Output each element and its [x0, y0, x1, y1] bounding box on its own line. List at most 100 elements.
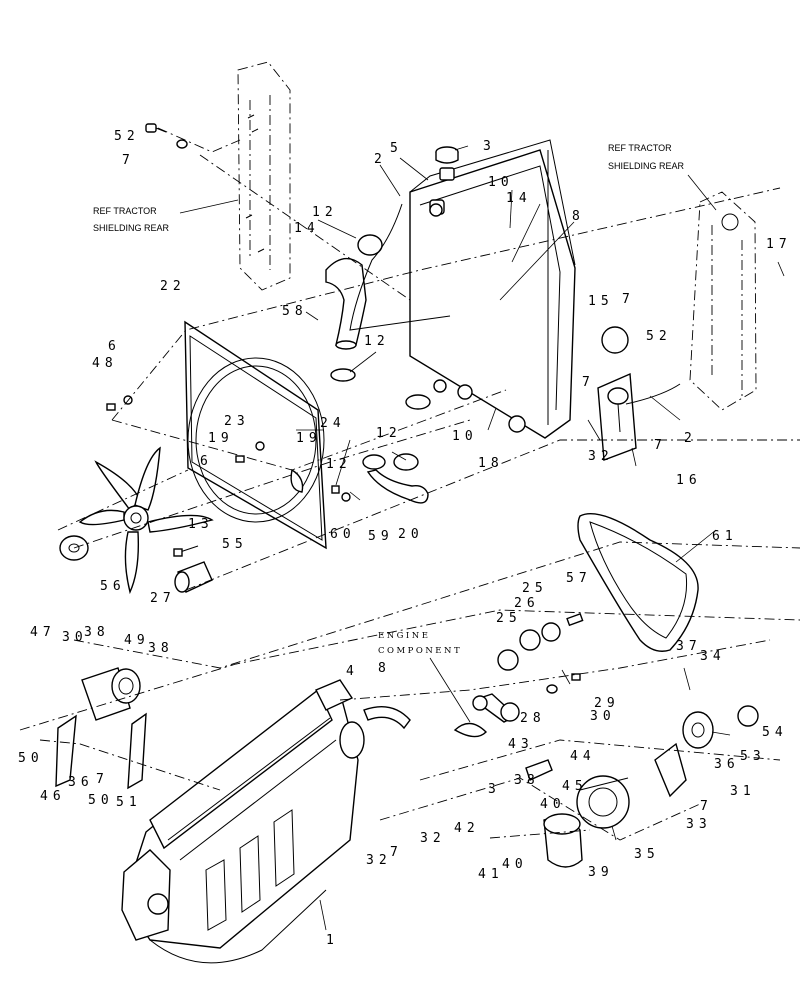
- callout-60: 60: [330, 527, 356, 542]
- callout-10-bottom: 18: [478, 456, 504, 471]
- callout-27: 61: [712, 529, 738, 544]
- belt-tensioner: [472, 693, 520, 723]
- callout-52-top: 52: [114, 129, 140, 144]
- note-engine-line2: COMPONENT: [378, 646, 462, 656]
- spacer-13: [174, 561, 213, 593]
- callout-7-tank: 7: [582, 375, 595, 390]
- callout-23: 23: [224, 414, 250, 429]
- engine-component-plate: [453, 722, 487, 738]
- callout-14-top: 14: [506, 191, 532, 206]
- callout-50-mid: 50: [88, 793, 114, 808]
- note-ref-left-line2: SHIELDING REAR: [93, 223, 170, 233]
- callout-37-top: 37: [676, 639, 702, 654]
- idler-pulley-26: [541, 622, 561, 642]
- callout-56: 27: [150, 591, 176, 606]
- callout-7-engine: 7: [390, 845, 403, 860]
- callout-7-right-lower: 7: [700, 799, 713, 814]
- note-ref-tractor-right: REF TRACTOR SHIELDING REAR: [608, 143, 717, 211]
- callout-30-right: 30: [590, 709, 616, 724]
- callout-38-pump: 38: [148, 641, 174, 656]
- callout-7-shroud: 19: [208, 431, 234, 446]
- pulley-53: [682, 711, 714, 749]
- callout-4: 4: [346, 664, 359, 679]
- alternator-bracket-36: [654, 742, 687, 798]
- leader-lines: [296, 145, 785, 841]
- bolt-52-top: [145, 123, 167, 133]
- callout-14-hose: 14: [294, 221, 320, 236]
- upper-hose: [325, 257, 367, 350]
- callout-7-left: 7: [96, 772, 109, 787]
- hose-clamp-upper: [330, 234, 383, 382]
- note-ref-left-line1: REF TRACTOR: [93, 206, 157, 216]
- bolt-29: [571, 673, 581, 681]
- bolt-6-mid: [235, 455, 245, 463]
- callout-12-mid: 12: [376, 426, 402, 441]
- callout-51: 51: [116, 795, 142, 810]
- callout-32-engine: 32: [420, 831, 446, 846]
- expansion-tank: [597, 372, 681, 461]
- callout-38-left: 38: [84, 625, 110, 640]
- callout-16: 16: [676, 473, 702, 488]
- callout-1: 1: [326, 933, 339, 948]
- callout-24: 24: [320, 416, 346, 431]
- drive-belt: [577, 513, 699, 652]
- bolt-57: [566, 612, 584, 627]
- callout-13: 55: [222, 537, 248, 552]
- callout-17: 17: [766, 237, 792, 252]
- callout-10-top: 10: [488, 175, 514, 190]
- bracket-51: [127, 712, 147, 790]
- radiator-cap: [435, 146, 459, 164]
- washer-30: [546, 684, 558, 694]
- callout-40-bottom: 40: [502, 857, 528, 872]
- idler-pulley-25b: [497, 649, 519, 671]
- callout-15: 15: [588, 294, 614, 309]
- callout-12-bottom: 10: [452, 429, 478, 444]
- note-ref-right-line2: SHIELDING REAR: [608, 161, 685, 171]
- lower-hose: [362, 394, 431, 504]
- note-engine-line1: ENGINE: [378, 631, 430, 641]
- bolt-61: [173, 545, 199, 557]
- radiator: [409, 139, 576, 439]
- callout-57: 57: [566, 571, 592, 586]
- callout-47: 47: [30, 625, 56, 640]
- callout-8-top: 8: [572, 209, 585, 224]
- callout-30-left: 30: [62, 630, 88, 645]
- fan-shroud: [184, 320, 327, 550]
- callout-25-top: 25: [522, 581, 548, 596]
- callout-5: 5: [390, 141, 403, 156]
- callout-50-left: 50: [18, 751, 44, 766]
- callout-12-top: 12: [312, 205, 338, 220]
- callout-26: 26: [514, 596, 540, 611]
- callout-19-right: 2: [684, 431, 697, 446]
- callout-54: 54: [762, 725, 788, 740]
- callout-20: 20: [398, 527, 424, 542]
- leader-1: [319, 899, 327, 931]
- expansion-tank-cap: [601, 326, 629, 354]
- callout-40-top: 40: [540, 797, 566, 812]
- callout-29: 29: [594, 696, 620, 711]
- note-engine-component: ENGINE COMPONENT: [378, 631, 471, 723]
- callout-3-right: 3: [488, 782, 501, 797]
- engine-block: [121, 679, 365, 964]
- note-ref-right-line1: REF TRACTOR: [608, 143, 672, 153]
- callout-44: 44: [570, 749, 596, 764]
- callout-7-top: 7: [122, 153, 135, 168]
- callout-53: 53: [740, 749, 766, 764]
- callout-35: 35: [634, 847, 660, 862]
- callout-28: 28: [520, 711, 546, 726]
- right-shielding-bracket: [689, 191, 757, 411]
- callout-31: 31: [730, 784, 756, 799]
- callout-6-left: 6: [108, 339, 121, 354]
- washer-59: [341, 492, 351, 502]
- callout-61: 13: [188, 517, 214, 532]
- callout-48: 48: [92, 356, 118, 371]
- nut-60: [331, 485, 340, 494]
- callout-58: 58: [282, 304, 308, 319]
- phantom-lines: [19, 154, 801, 841]
- callout-39: 39: [588, 865, 614, 880]
- callout-34: 34: [700, 649, 726, 664]
- pulley-54: [737, 705, 759, 727]
- callout-46: 46: [40, 789, 66, 804]
- hose-8-lower: [363, 706, 411, 730]
